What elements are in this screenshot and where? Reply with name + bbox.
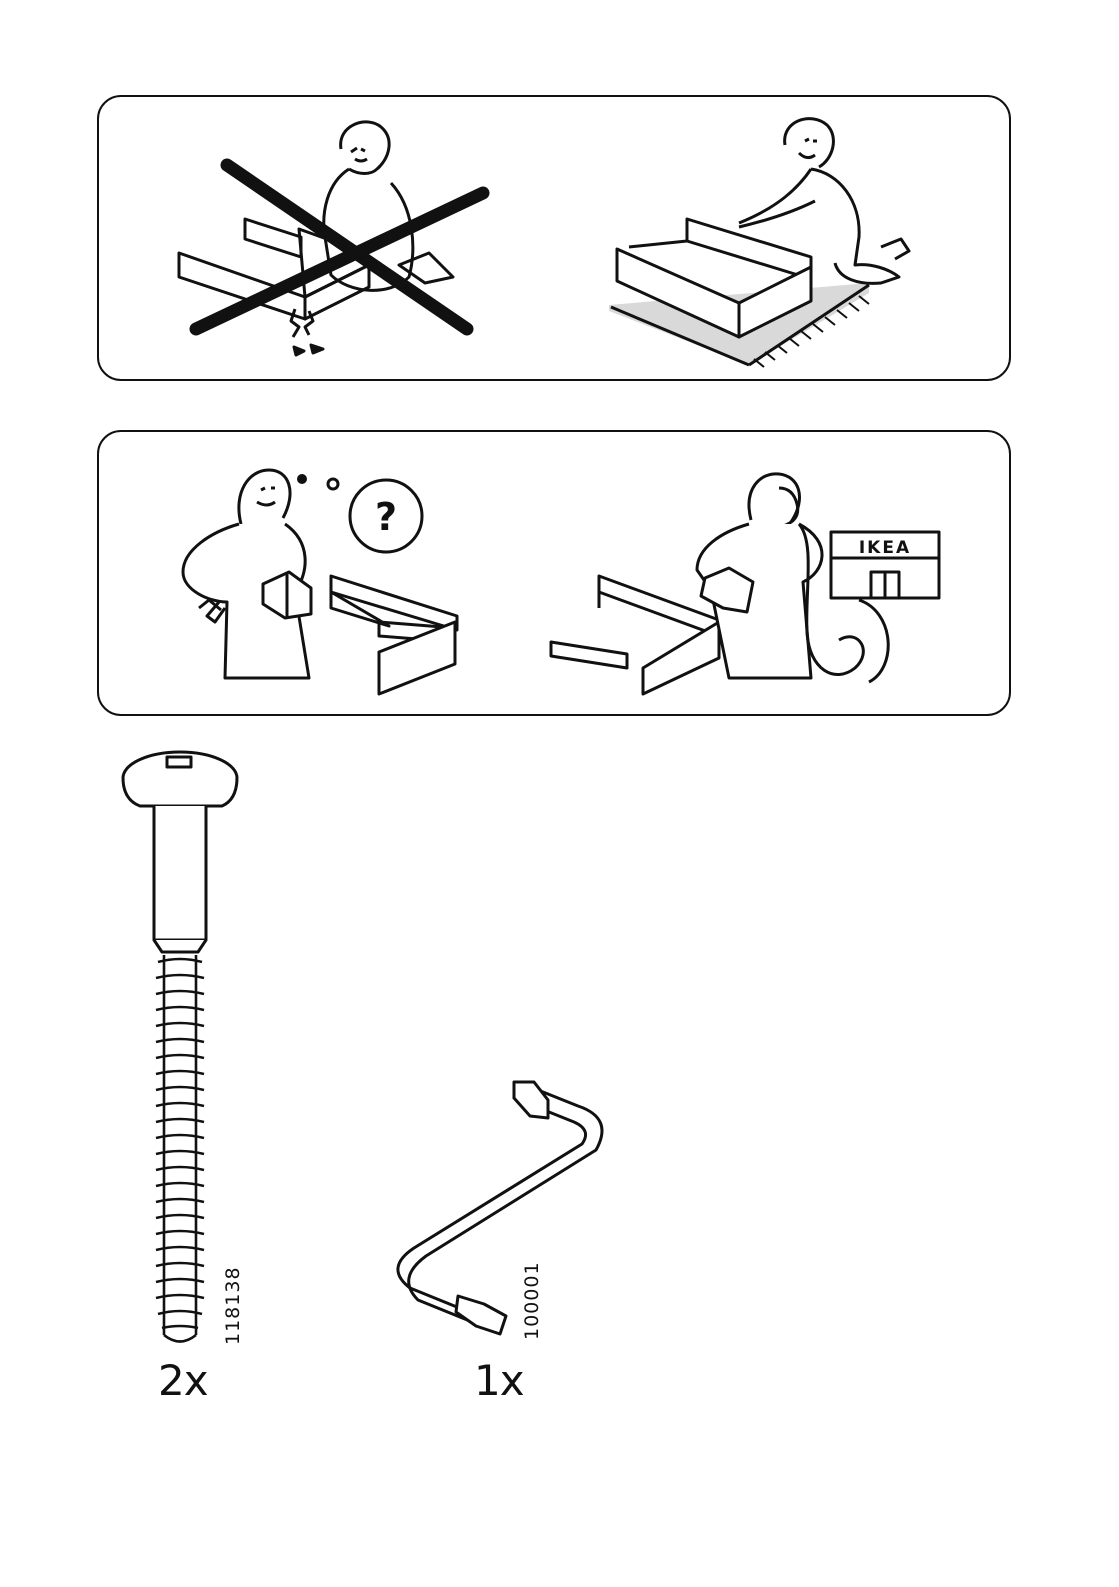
allen-key-icon [398, 1082, 602, 1334]
part-code: 100001 [521, 1261, 543, 1340]
part-quantity: 2x [158, 1356, 208, 1405]
part-quantity: 1x [474, 1356, 524, 1405]
part-code: 118138 [222, 1266, 244, 1345]
